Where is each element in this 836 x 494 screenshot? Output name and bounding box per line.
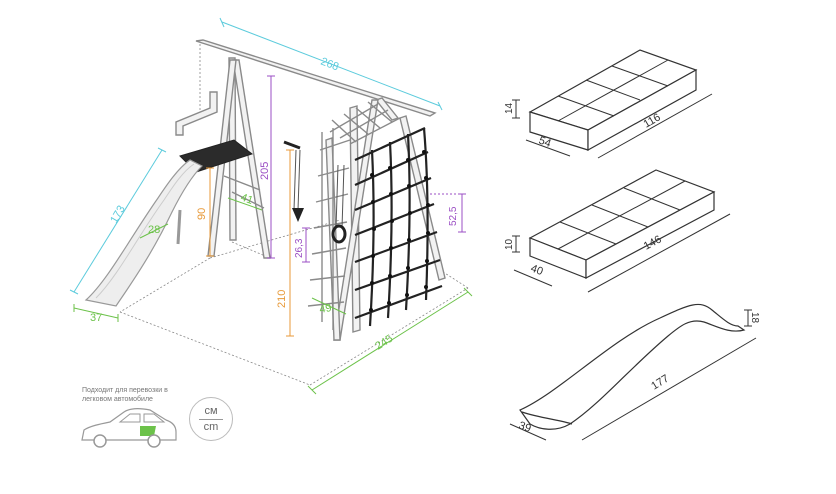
dim-slide-length: [69, 147, 167, 295]
label-package-2-width: 40: [529, 263, 545, 278]
dim-slide-width: [139, 223, 169, 239]
label-platform-depth: 41: [239, 192, 255, 207]
slide: [84, 159, 204, 307]
label-package-2-height: 10: [504, 238, 515, 250]
label-slide-length: 173: [108, 204, 128, 226]
dim-base-length: [307, 287, 473, 395]
dim-total-height: [286, 149, 294, 337]
dim-post-height: [267, 75, 275, 259]
dim-platform-height: [206, 167, 214, 257]
label-slide-width: 28: [148, 224, 160, 236]
dim-package-2: [512, 213, 731, 293]
unit-top: см: [204, 405, 218, 417]
label-slide-base: 37: [90, 312, 102, 324]
dim-top-beam: [219, 17, 443, 111]
dim-platform-depth: [227, 197, 263, 211]
gym-rings: [283, 140, 347, 244]
unit-divider: [199, 419, 223, 420]
dim-package-1: [512, 93, 713, 159]
dim-ring-height: [302, 227, 310, 263]
dim-slide-package: [509, 309, 757, 441]
label-platform-height: 90: [196, 208, 208, 220]
unit-bottom: cm: [203, 421, 219, 433]
dim-slide-base: [73, 304, 119, 322]
package-box-2: [528, 169, 716, 279]
label-total-height: 210: [276, 290, 288, 308]
label-package-1-height: 14: [504, 102, 515, 114]
dim-net-side: [430, 193, 466, 233]
floor-outline: [119, 40, 469, 386]
label-top-beam: 268: [319, 56, 340, 74]
car-fit-note: Подходит для перевозки в легковом автомо…: [82, 387, 168, 403]
monkey-bars: [329, 101, 401, 145]
label-post-height: 205: [259, 162, 271, 180]
label-ring-height: 26,3: [294, 238, 305, 258]
climbing-net: [354, 126, 443, 327]
slide-package: [519, 303, 746, 430]
label-slide-package-width: 39: [517, 420, 533, 435]
net-knots: [369, 150, 430, 312]
label-slide-package-height: 18: [749, 312, 760, 324]
car-icon: [81, 408, 177, 448]
label-package-1-width: 54: [537, 135, 553, 150]
package-box-1: [528, 49, 698, 152]
unit-badge: см cm: [189, 397, 233, 441]
label-net-width: 49: [318, 302, 332, 316]
dim-net-width: [311, 297, 347, 315]
label-net-side: 52,5: [448, 206, 459, 226]
